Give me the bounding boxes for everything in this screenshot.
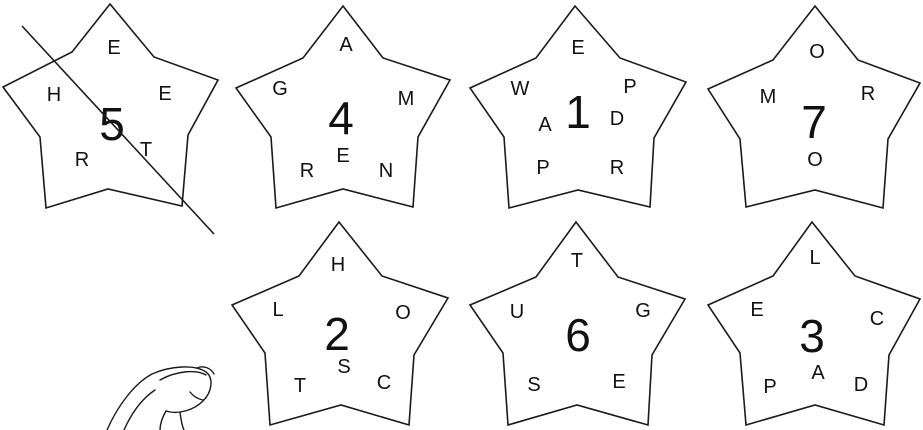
star-number: 1: [565, 86, 591, 138]
star-letter: L: [272, 299, 283, 321]
star-number: 4: [328, 92, 354, 144]
star-5: 5 E H E R T: [3, 4, 218, 234]
star-letter: P: [536, 157, 549, 179]
star-letter: E: [750, 299, 763, 321]
star-letter: E: [571, 37, 584, 59]
star-letter: T: [571, 250, 583, 272]
star-letter: E: [612, 371, 625, 393]
star-letter: D: [854, 374, 868, 396]
star-letter: H: [331, 254, 345, 276]
star-letter: O: [395, 302, 411, 324]
star-letter: O: [809, 41, 825, 63]
star-letter: U: [510, 301, 524, 323]
star-letter: E: [336, 145, 349, 167]
star-letter: S: [527, 374, 540, 396]
star-letter: A: [811, 362, 825, 384]
star-letter: G: [635, 300, 651, 322]
star-letter: R: [610, 157, 624, 179]
star-letter: A: [339, 34, 353, 56]
star-3: 3 L E C P A D: [708, 222, 920, 425]
star-letter: T: [294, 375, 306, 397]
star-letter: T: [140, 139, 152, 161]
star-letter: E: [107, 37, 120, 59]
star-letter: P: [763, 376, 776, 398]
star-letter: S: [337, 356, 350, 378]
star-6: 6 T U G S E: [470, 222, 685, 425]
star-letter: G: [272, 78, 288, 100]
star-letter: R: [75, 149, 89, 171]
star-letter: A: [538, 114, 552, 136]
star-letter: H: [47, 84, 61, 106]
pointing-hand-icon: [107, 367, 214, 430]
star-letter: O: [807, 149, 823, 171]
star-number: 2: [324, 308, 350, 360]
star-letter: D: [610, 108, 624, 130]
star-letter: L: [809, 247, 820, 269]
star-1: 1 E W P A D P R: [470, 6, 686, 208]
star-letter: N: [379, 160, 393, 182]
star-4: 4 A G M R E N: [236, 6, 450, 208]
star-letter: W: [511, 78, 530, 100]
star-number: 7: [801, 96, 827, 148]
star-letter: R: [300, 160, 314, 182]
star-letter: E: [158, 83, 171, 105]
star-7: 7 O M R O: [708, 6, 920, 208]
star-letter: C: [377, 372, 391, 394]
star-letter: P: [623, 76, 636, 98]
star-letter: R: [861, 83, 875, 105]
star-number: 3: [799, 310, 825, 362]
star-2: 2 H L O T S C: [232, 222, 448, 425]
star-number: 6: [565, 309, 591, 361]
star-letter: M: [760, 86, 777, 108]
star-letter: M: [398, 88, 415, 110]
star-letter: C: [870, 308, 884, 330]
